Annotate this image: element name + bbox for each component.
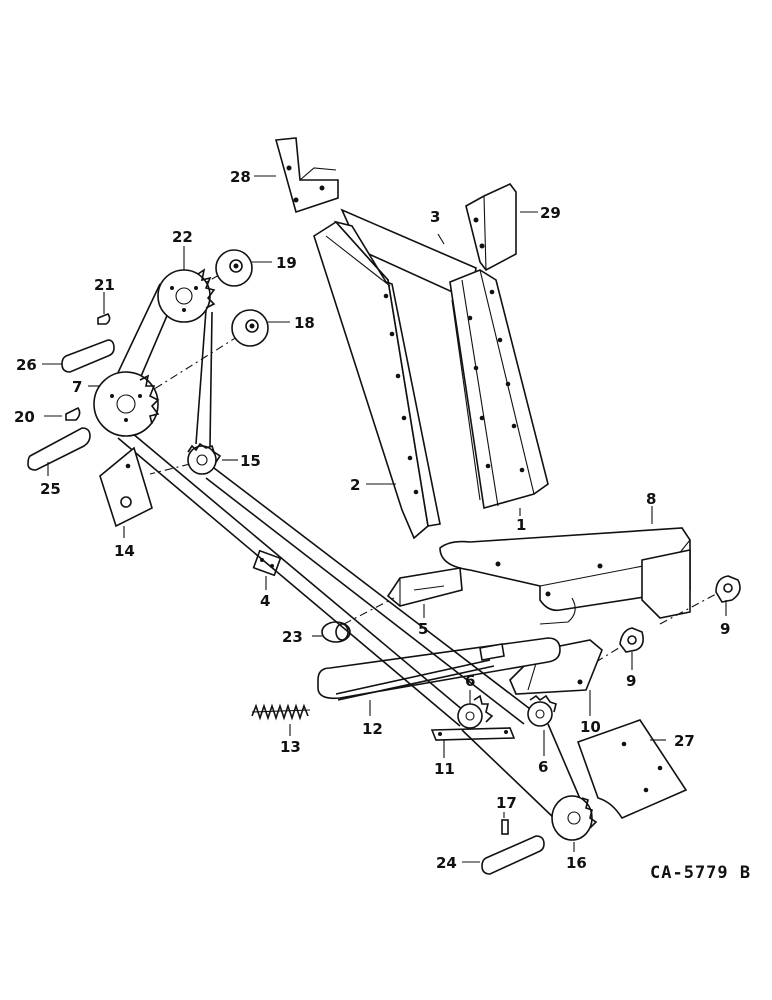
- callout-13: 13: [280, 738, 301, 756]
- callout-6-upper: 6: [465, 672, 475, 690]
- callout-24: 24: [436, 854, 457, 872]
- part-27-shield: [576, 719, 688, 820]
- callout-2: 2: [350, 476, 360, 494]
- sprocket-6-upper: [457, 694, 494, 729]
- figure-id: CA-5779 B: [650, 863, 751, 883]
- shaft-25: [27, 427, 91, 476]
- shaft-26: [42, 339, 115, 373]
- part-28-bracket: [254, 137, 339, 214]
- callout-20: 20: [14, 408, 35, 426]
- callout-11: 11: [434, 760, 455, 778]
- callout-10: 10: [580, 718, 601, 736]
- callout-29: 29: [540, 204, 561, 222]
- part-29-bracket: [465, 183, 538, 272]
- leader-lines: [88, 246, 727, 852]
- sprocket-16: [551, 795, 598, 841]
- part-1-channel: [449, 269, 549, 510]
- part-11-plate: [430, 727, 516, 741]
- part-3-side-panel: [313, 208, 477, 540]
- part-9-bearing-upper: [659, 575, 741, 625]
- key-20: [44, 406, 81, 421]
- callout-7: 7: [72, 378, 82, 396]
- callout-9-upper: 9: [720, 620, 730, 638]
- part-23-spacer: [321, 597, 395, 643]
- callout-labels: 1 2 3 4 5 6 6 7 8 9 9 10 11 12 13 14 15 …: [14, 168, 730, 872]
- callout-28: 28: [230, 168, 251, 186]
- key-21: [97, 313, 111, 325]
- callout-25: 25: [40, 480, 61, 498]
- callout-23: 23: [282, 628, 303, 646]
- sprocket-15: [187, 442, 238, 475]
- callout-19: 19: [276, 254, 297, 272]
- callout-18: 18: [294, 314, 315, 332]
- callout-1: 1: [516, 516, 526, 534]
- part-13-spring: [251, 703, 311, 721]
- part-9-bearing-lower: [595, 627, 644, 663]
- callout-26: 26: [16, 356, 37, 374]
- callout-17: 17: [496, 794, 517, 812]
- callout-12: 12: [362, 720, 383, 738]
- callout-6-lower: 6: [538, 758, 548, 776]
- pulley-19: [215, 249, 272, 287]
- callout-27: 27: [674, 732, 695, 750]
- part-8-frame-arm: [439, 506, 691, 625]
- callout-15: 15: [240, 452, 261, 470]
- pulley-18: [231, 309, 290, 347]
- callout-9-lower: 9: [626, 672, 636, 690]
- callout-14: 14: [114, 542, 135, 560]
- drive-chains: [105, 269, 585, 821]
- callout-21: 21: [94, 276, 115, 294]
- part-14-plate: [99, 446, 153, 538]
- sprocket-6-lower: [527, 694, 557, 727]
- sprocket-22: [157, 268, 216, 323]
- part-12-tube: [317, 637, 561, 716]
- callout-22: 22: [172, 228, 193, 246]
- part-5-bracket: [386, 567, 463, 618]
- callout-4: 4: [260, 592, 270, 610]
- callout-5: 5: [418, 620, 428, 638]
- shaft-24: [462, 835, 545, 875]
- callout-16: 16: [566, 854, 587, 872]
- key-17: [501, 819, 509, 835]
- callout-3: 3: [430, 208, 440, 226]
- callout-8: 8: [646, 490, 656, 508]
- sprocket-7: [93, 371, 160, 437]
